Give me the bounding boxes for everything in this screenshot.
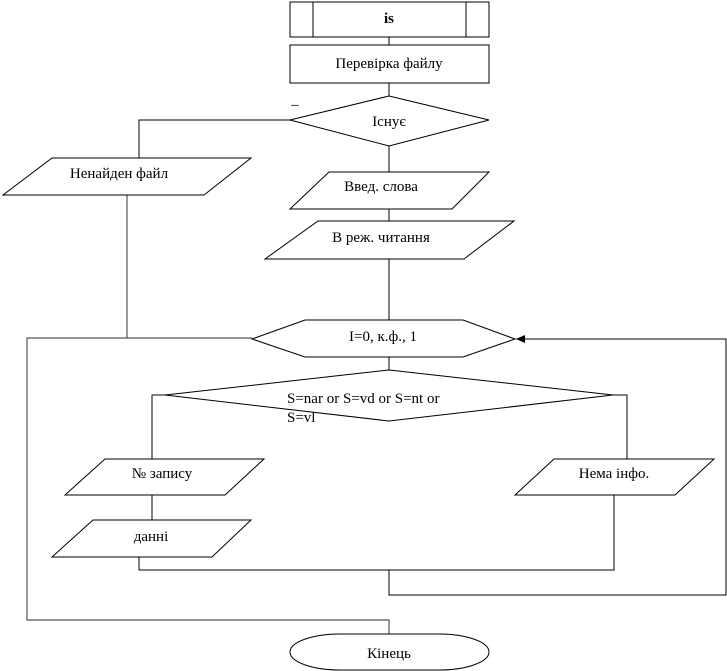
node-enter-word[interactable]: Введ. слова <box>288 171 491 210</box>
no-branch-mark: _ <box>290 92 299 108</box>
node-end-label: Кінець <box>367 646 411 662</box>
node-start-label: is <box>384 11 394 27</box>
node-no-info[interactable]: Нема інфо. <box>513 458 716 496</box>
node-record-no[interactable]: № запису <box>63 458 266 496</box>
node-loop[interactable]: I=0, к.ф., 1 <box>250 319 517 358</box>
node-condition-label-line2: S=vl <box>287 410 315 426</box>
connector-condition-no <box>613 394 628 459</box>
node-not-found-label: Ненайден файл <box>70 166 169 182</box>
node-loop-label: I=0, к.ф., 1 <box>349 329 417 345</box>
node-enter-word-label: Введ. слова <box>344 179 418 195</box>
node-check-file-label: Перевірка файлу <box>335 56 443 72</box>
node-exists[interactable]: Існує _ <box>289 92 490 147</box>
node-record-no-label: № запису <box>132 466 193 482</box>
node-end[interactable]: Кінець <box>289 633 490 671</box>
node-read-mode-label: В реж. читання <box>332 230 430 246</box>
connector-loop-exit-end <box>26 337 390 634</box>
node-data[interactable]: данні <box>50 519 253 558</box>
node-condition-label-line1: S=nar or S=vd or S=nt or <box>287 391 439 407</box>
node-exists-label: Існує <box>372 114 406 130</box>
node-not-found[interactable]: Ненайден файл <box>1 157 253 196</box>
connector-exists-notfound <box>138 119 290 158</box>
node-read-mode[interactable]: В реж. читання <box>263 220 516 260</box>
node-no-info-label: Нема інфо. <box>579 466 649 482</box>
node-start[interactable]: is <box>289 1 490 38</box>
node-data-label: данні <box>134 529 169 545</box>
node-condition[interactable]: S=nar or S=vd or S=nt or S=vl <box>164 369 614 426</box>
connector-condition-yes <box>151 394 165 459</box>
connectors <box>26 37 727 634</box>
connector-loop-back <box>388 335 727 596</box>
connector-data-merge <box>138 495 615 571</box>
node-check-file[interactable]: Перевірка файлу <box>289 44 490 84</box>
